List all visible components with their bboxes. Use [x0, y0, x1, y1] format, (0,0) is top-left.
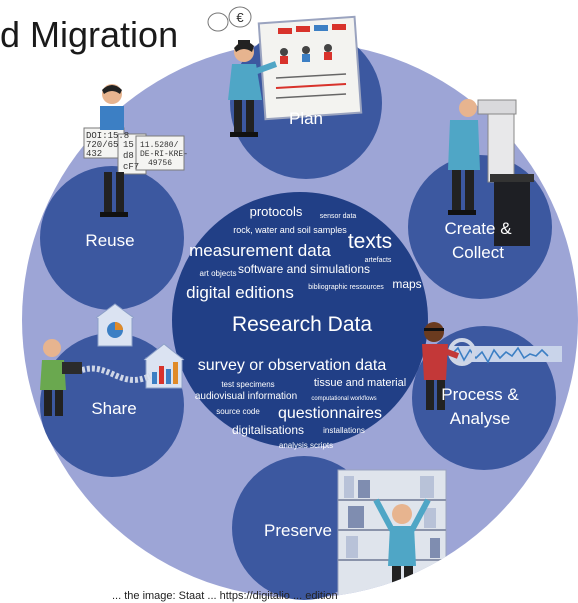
term-maps: maps — [392, 277, 421, 291]
term-source-code: source code — [216, 407, 260, 416]
term-artefacts: artefacts — [365, 257, 392, 264]
process-analyse-illustration — [422, 322, 562, 410]
create-collect-illustration — [448, 99, 534, 246]
stage-label-analyse: Analyse — [450, 409, 510, 428]
laptop-icon — [62, 362, 82, 374]
term-computational-workflows: computational workflows — [311, 396, 376, 402]
doi-right-line1: 11.5280/ — [140, 141, 179, 150]
doi-mid-line1: 15 — [123, 140, 134, 150]
stage-label-preserve: Preserve — [264, 521, 332, 540]
term-measurement-data: measurement data — [189, 241, 331, 260]
stage-circle-reuse — [40, 166, 184, 310]
term-protocols: protocols — [250, 204, 303, 219]
plan-whiteboard — [257, 15, 363, 121]
term-audiovisual: audiovisual information — [195, 391, 297, 402]
doi-left-line2: 720/65 — [86, 140, 118, 150]
doi-right-line3: 49756 — [148, 159, 172, 168]
doi-mid-line2: d8 — [123, 151, 134, 161]
doi-mid-line3: cF7 — [123, 162, 139, 172]
plan-illustration: € — [207, 6, 363, 137]
euro-symbol: € — [236, 10, 244, 25]
stage-label-share: Share — [91, 399, 136, 418]
reuse-illustration: DOI:15.8 720/65 432 15 d8 cF7 11.5280/ D… — [83, 84, 188, 217]
term-digital-editions: digital editions — [186, 283, 294, 302]
term-analysis-scripts: analysis scripts — [279, 441, 333, 450]
term-installations: installations — [323, 426, 365, 435]
term-survey-observation: survey or observation data — [198, 357, 387, 374]
center-circle — [172, 192, 428, 448]
page-title: d Migration — [0, 14, 179, 55]
stage-label-collect: Collect — [452, 243, 504, 262]
image-caption: ... the image: Staat ... https://digital… — [112, 590, 338, 602]
term-software-simulations: software and simulations — [238, 262, 370, 276]
stage-label-plan: Plan — [289, 109, 323, 128]
doi-right-line2: DE-RI-KRE- — [140, 150, 188, 159]
center-title: Research Data — [232, 313, 372, 336]
stage-label-reuse: Reuse — [85, 231, 134, 250]
doi-left-line1: DOI:15.8 — [86, 131, 129, 141]
term-bibliographic: bibliographic ressources — [308, 284, 384, 291]
research-data-word-cloud: protocols sensor data rock, water and so… — [186, 204, 422, 450]
term-tissue-material: tissue and material — [314, 377, 406, 389]
doi-left-line3: 432 — [86, 149, 102, 159]
term-art-objects: art objects — [200, 269, 237, 278]
term-sensor-data: sensor data — [320, 213, 357, 220]
stage-label-process: Process & — [441, 385, 519, 404]
preserve-illustration — [337, 469, 447, 598]
share-illustration — [40, 303, 185, 416]
plan-speech-bubble — [228, 6, 252, 28]
bar-chart-icon — [152, 372, 157, 384]
term-questionnaires: questionnaires — [278, 405, 382, 422]
term-digitalisations: digitalisations — [232, 423, 304, 437]
doi-sign-right — [135, 135, 185, 171]
term-rock-water-soil: rock, water and soil samples — [233, 225, 347, 235]
stage-label-create: Create & — [444, 219, 512, 238]
term-texts: texts — [348, 230, 392, 253]
term-test-specimens: test specimens — [221, 380, 274, 389]
